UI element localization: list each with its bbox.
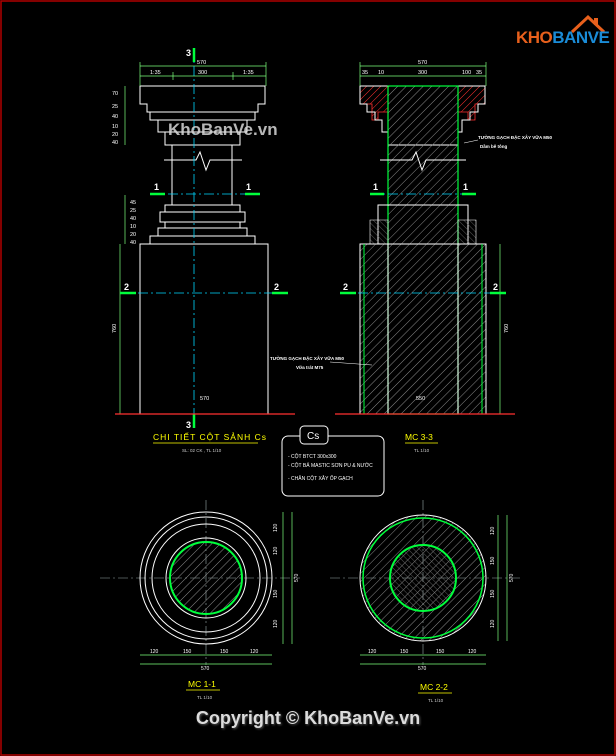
legend-line-2: - CỘT BẢ MASTIC SƠN PU & NƯỚC: [288, 462, 373, 469]
section-2-label-right: 2: [274, 282, 279, 292]
mc11-sub: TL 1/10: [197, 695, 213, 700]
left-height-dim: 760: [112, 324, 118, 333]
watermark-text: KhoBanVe.vn: [168, 120, 278, 139]
mc11-dim-btotal: 570: [201, 666, 210, 672]
section-3-label-top: 3: [186, 48, 191, 58]
main-title: CHI TIẾT CỘT SẢNH Cs: [153, 431, 267, 442]
left-dim-d: 10: [112, 124, 118, 130]
right-top-total-dim: 570: [418, 60, 427, 66]
mc22-title: MC 2-2: [420, 682, 448, 692]
legend-line-1: - CỘT BTCT 300x300: [288, 453, 337, 460]
mc22-dim-b4: 120: [468, 649, 477, 655]
right-elevation: [359, 85, 487, 415]
mc11-plan: [100, 500, 300, 665]
mc11-dims: [140, 512, 293, 665]
right-height-dim: 760: [504, 324, 510, 333]
mc22-dim-b2: 150: [400, 649, 409, 655]
mc22-dims: [360, 515, 508, 665]
left-bottom-dim: 570: [200, 396, 209, 402]
mc22-dim-rtotal: 570: [509, 573, 515, 582]
copyright-text: Copyright © KhoBanVe.vn: [195, 708, 421, 728]
brand-logo: KHOBANVE: [516, 14, 610, 54]
left-mid-dim-a: 45: [130, 200, 136, 206]
right-note-1b: Dầm bê tông: [480, 144, 508, 149]
mc22-dim-r3: 150: [490, 589, 496, 598]
right-top-d-dim: 35: [476, 70, 482, 76]
mc11-title: MC 1-1: [188, 679, 216, 689]
right-top-a-dim: 35: [362, 70, 368, 76]
right-elevation-dims: [359, 62, 501, 414]
right-top-mid-dim: 300: [418, 70, 427, 76]
left-dim-c: 40: [112, 114, 118, 120]
left-dim-b: 25: [112, 104, 118, 110]
mc11-dim-rtotal: 570: [294, 573, 300, 582]
mc11-dim-b1: 120: [150, 649, 159, 655]
left-elevation-dims: [119, 62, 267, 414]
mc11-dim-b3: 150: [220, 649, 229, 655]
left-mid-dim-d: 10: [130, 224, 136, 230]
section-1-label-r-left: 1: [373, 182, 378, 192]
logo-part-1: KHO: [516, 28, 553, 47]
section-1-line-left: 1 1: [150, 182, 260, 196]
mc22-dim-r4: 120: [490, 619, 496, 628]
left-dim-e: 20: [112, 132, 118, 138]
right-note-2: TƯỜNG GẠCH ĐẶC XÂY VỮA M50: [270, 354, 345, 361]
mc11-dim-r3: 150: [273, 589, 279, 598]
right-top-b-dim: 10: [378, 70, 384, 76]
mc22-plan: [330, 500, 520, 665]
mc22-dim-b1: 120: [368, 649, 377, 655]
logo-part-2: BANVE: [552, 28, 610, 47]
section-1-label-right: 1: [246, 182, 251, 192]
house-roof-icon: [570, 14, 606, 34]
section-2-label-left: 2: [124, 282, 129, 292]
left-top-right-dim: 1:35: [243, 70, 254, 76]
mc33-sub: TL 1/10: [414, 448, 430, 453]
section-3-label-bottom: 3: [186, 420, 191, 430]
right-top-c-dim: 100: [462, 70, 471, 76]
section-3-line: 3 3: [186, 48, 196, 430]
left-elevation: [139, 85, 269, 415]
section-2-label-r-right: 2: [493, 282, 498, 292]
section-2-line-left: 2 2: [120, 282, 288, 295]
section-1-label-left: 1: [154, 182, 159, 192]
section-1-line-right: 1 1: [370, 182, 476, 196]
mc22-dim-r1: 120: [490, 526, 496, 535]
mc11-dim-b4: 120: [250, 649, 259, 655]
left-dim-a: 70: [112, 91, 118, 97]
section-2-line-right: 2 2: [340, 282, 506, 295]
mc11-dim-r2: 120: [273, 546, 279, 555]
mc22-dim-b3: 150: [436, 649, 445, 655]
legend-tag: Cs: [307, 431, 319, 442]
main-title-sub: SL: 02 CK , TL 1/10: [182, 448, 222, 453]
mc33-title: MC 3-3: [405, 432, 433, 442]
left-dim-f: 40: [112, 140, 118, 146]
mc11-dim-b2: 150: [183, 649, 192, 655]
left-mid-dim-f: 40: [130, 240, 136, 246]
right-note-1: TƯỜNG GẠCH ĐẶC XÂY VỮA M50: [478, 133, 553, 140]
left-top-mid-dim: 300: [198, 70, 207, 76]
left-mid-dim-e: 20: [130, 232, 136, 238]
logo-wordmark: KHOBANVE: [516, 28, 610, 48]
left-mid-dim-c: 40: [130, 216, 136, 222]
legend-box: Cs - CỘT BTCT 300x300 - CỘT BẢ MASTIC SƠ…: [281, 425, 385, 497]
section-2-label-r-left: 2: [343, 282, 348, 292]
section-1-label-r-right: 1: [463, 182, 468, 192]
left-top-total-dim: 570: [197, 60, 206, 66]
left-mid-dim-b: 25: [130, 208, 136, 214]
legend-line-3: - CHÂN CỘT XÂY ỐP GẠCH: [288, 475, 353, 482]
mc22-dim-r2: 150: [490, 556, 496, 565]
right-bottom-dim: 550: [416, 396, 425, 402]
mc22-sub: TL 1/10: [428, 698, 444, 703]
right-note-2b: Vữa trát M75: [296, 365, 324, 370]
left-top-left-dim: 1:35: [150, 70, 161, 76]
mc11-dim-r4: 120: [273, 619, 279, 628]
mc11-dim-r1: 120: [273, 523, 279, 532]
mc22-dim-btotal: 570: [418, 666, 427, 672]
